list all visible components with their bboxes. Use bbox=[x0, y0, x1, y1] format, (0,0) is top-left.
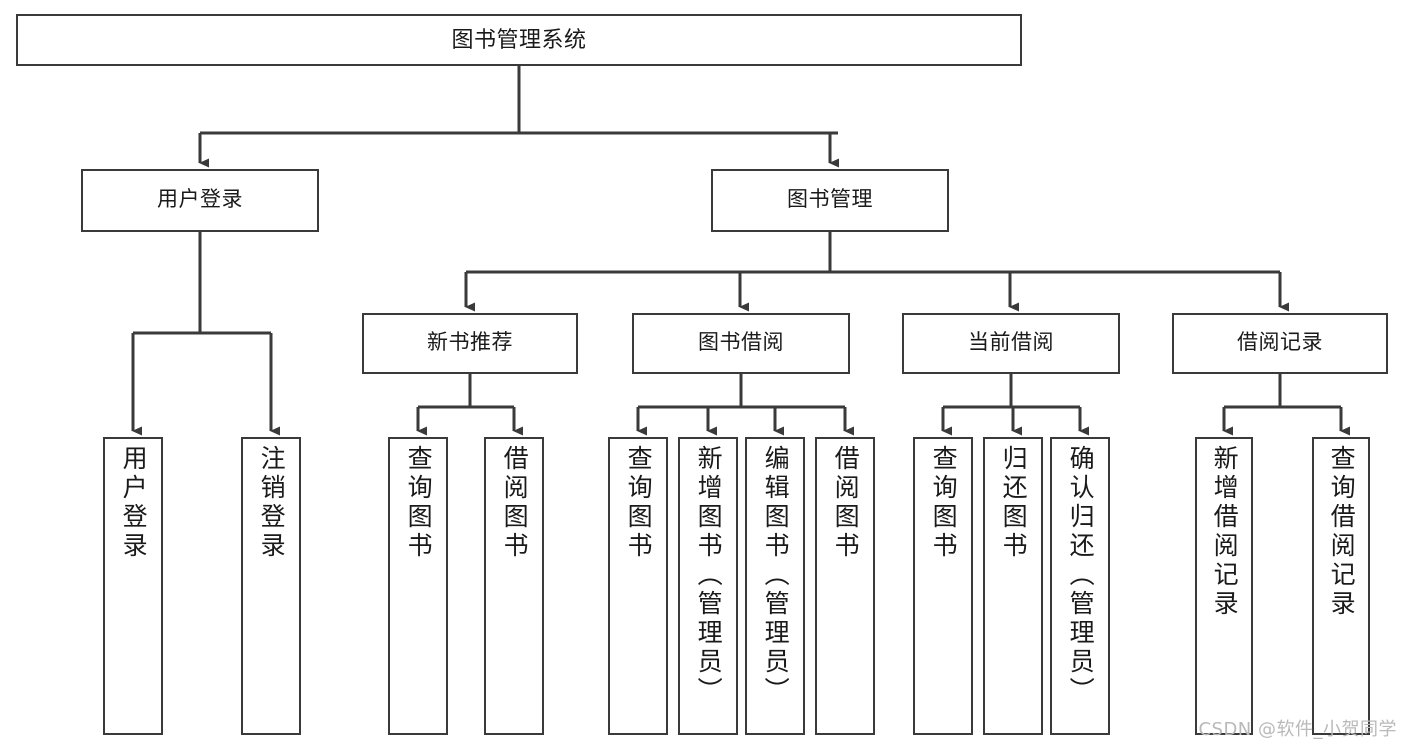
leaf-query-book-borrow-label: 查询图书 bbox=[624, 445, 653, 561]
leaf-return-book[interactable]: 归还图书 bbox=[983, 437, 1043, 735]
leaf-user-login[interactable]: 用户登录 bbox=[103, 437, 163, 735]
csdn-watermark: CSDN @软件_小贺同学 bbox=[1198, 719, 1397, 740]
leaf-add-book-admin[interactable]: 新增图书（管理员） bbox=[678, 437, 738, 735]
leaf-query-borrow-record[interactable]: 查询借阅记录 bbox=[1312, 437, 1370, 735]
node-user-login-label: 用户登录 bbox=[157, 188, 243, 212]
node-borrow-record[interactable]: 借阅记录 bbox=[1172, 313, 1388, 374]
leaf-add-book-admin-label: 新增图书（管理员） bbox=[694, 445, 723, 706]
leaf-query-book-current-label: 查询图书 bbox=[929, 445, 958, 561]
node-book-borrow-label: 图书借阅 bbox=[698, 331, 784, 355]
leaf-query-book-current[interactable]: 查询图书 bbox=[913, 437, 973, 735]
leaf-query-book-recommend-label: 查询图书 bbox=[404, 445, 433, 561]
leaf-add-borrow-record-label: 新增借阅记录 bbox=[1210, 445, 1239, 619]
leaf-query-book-recommend[interactable]: 查询图书 bbox=[388, 437, 448, 735]
node-root[interactable]: 图书管理系统 bbox=[16, 14, 1022, 66]
leaf-confirm-return-admin-label: 确认归还（管理员） bbox=[1066, 445, 1095, 706]
leaf-query-book-borrow[interactable]: 查询图书 bbox=[608, 437, 668, 735]
leaf-query-borrow-record-label: 查询借阅记录 bbox=[1327, 445, 1356, 619]
node-new-book-recommend-label: 新书推荐 bbox=[427, 331, 513, 355]
node-new-book-recommend[interactable]: 新书推荐 bbox=[362, 313, 578, 374]
leaf-logout-label: 注销登录 bbox=[257, 445, 286, 561]
leaf-logout[interactable]: 注销登录 bbox=[241, 437, 301, 735]
leaf-return-book-label: 归还图书 bbox=[999, 445, 1028, 561]
leaf-borrow-book[interactable]: 借阅图书 bbox=[815, 437, 875, 735]
leaf-user-login-label: 用户登录 bbox=[119, 445, 148, 561]
leaf-add-borrow-record[interactable]: 新增借阅记录 bbox=[1195, 437, 1253, 735]
node-book-management-label: 图书管理 bbox=[787, 188, 873, 212]
node-current-borrow[interactable]: 当前借阅 bbox=[902, 313, 1120, 374]
node-current-borrow-label: 当前借阅 bbox=[968, 331, 1054, 355]
leaf-edit-book-admin-label: 编辑图书（管理员） bbox=[761, 445, 790, 706]
node-borrow-record-label: 借阅记录 bbox=[1237, 331, 1323, 355]
leaf-confirm-return-admin[interactable]: 确认归还（管理员） bbox=[1050, 437, 1110, 735]
leaf-borrow-book-recommend-label: 借阅图书 bbox=[500, 445, 529, 561]
node-root-label: 图书管理系统 bbox=[451, 27, 587, 53]
leaf-edit-book-admin[interactable]: 编辑图书（管理员） bbox=[745, 437, 805, 735]
leaf-borrow-book-label: 借阅图书 bbox=[831, 445, 860, 561]
leaf-borrow-book-recommend[interactable]: 借阅图书 bbox=[484, 437, 544, 735]
node-book-borrow[interactable]: 图书借阅 bbox=[632, 313, 850, 374]
node-book-management[interactable]: 图书管理 bbox=[711, 169, 949, 232]
node-user-login[interactable]: 用户登录 bbox=[81, 169, 319, 232]
